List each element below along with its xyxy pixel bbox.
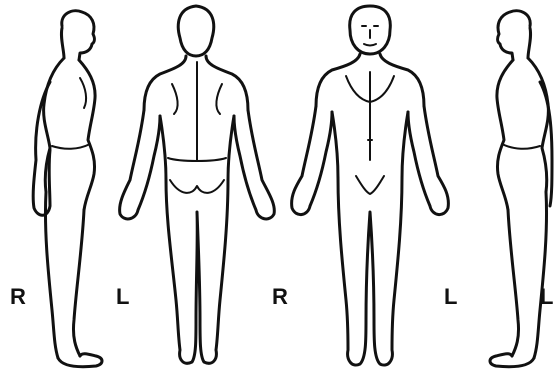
chest-line [80, 78, 86, 108]
neck-back [61, 28, 64, 58]
torso-back [44, 58, 64, 192]
leg-back [45, 192, 58, 358]
groin-line [356, 176, 384, 194]
arm [33, 82, 50, 215]
legs [166, 180, 228, 363]
leg-back [534, 192, 547, 358]
foot [490, 354, 534, 367]
left-arm [120, 110, 160, 219]
head-outline [498, 11, 531, 60]
figure-left-side-view [490, 11, 552, 367]
scapula-left [172, 84, 178, 114]
side-label-r-front-figure: R [272, 286, 288, 308]
head-outline [178, 6, 213, 56]
torso-front [497, 60, 513, 210]
side-label-l-front-figure: L [444, 286, 457, 308]
legs [338, 178, 402, 365]
left-arm [292, 106, 332, 215]
belt-line [502, 144, 540, 149]
right-arm [408, 106, 448, 215]
right-arm [234, 110, 274, 219]
scapula-right [216, 84, 222, 114]
face [362, 26, 378, 46]
figure-back-view [120, 6, 275, 363]
side-label-l-last-figure: L [540, 286, 553, 308]
neck-back [528, 28, 531, 58]
leg-front [508, 210, 519, 356]
head-outline [62, 11, 95, 60]
leg-front [73, 210, 84, 356]
belt-line [52, 144, 90, 149]
torso-back [528, 58, 548, 192]
side-label-l-first-figure: L [116, 286, 129, 308]
figure-front-view [292, 6, 449, 365]
foot [58, 354, 102, 367]
buttocks-line [170, 180, 224, 193]
figure-right-side-view [33, 11, 102, 367]
side-label-r-first-figure: R [10, 286, 26, 308]
chest-line [346, 72, 394, 160]
